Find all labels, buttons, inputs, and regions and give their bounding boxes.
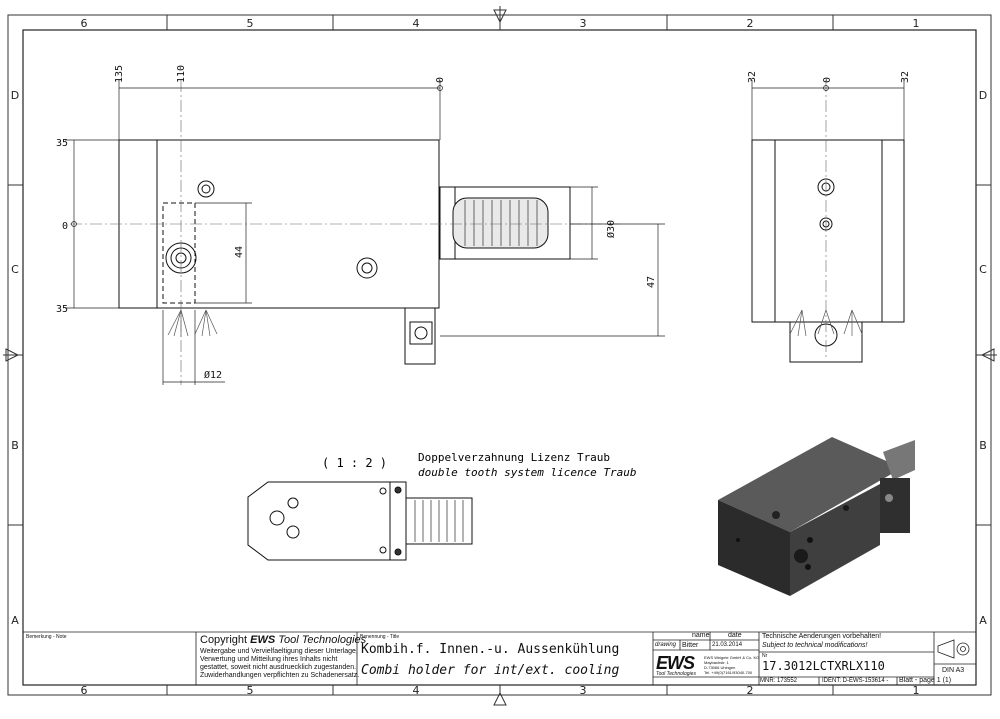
company-line: D-73066 Uhingen <box>704 665 736 670</box>
changes-de: Technische Aenderungen vorbehalten! <box>762 633 882 640</box>
front-view <box>70 80 620 385</box>
side-view <box>751 80 905 363</box>
front-dimensions <box>65 80 665 385</box>
zone-col-6-bottom: 6 <box>81 684 88 697</box>
zone-ticks <box>8 15 991 695</box>
dim-dia-12: Ø12 <box>204 369 222 381</box>
zone-row-b-left: B <box>11 439 19 452</box>
side-dimensions <box>751 80 905 140</box>
row-drawing: drawing <box>655 642 677 648</box>
company-line: EWS Weigele GmbH & Co. KG <box>704 655 760 660</box>
dim-dia-30: Ø30 <box>605 220 617 238</box>
copyright-brand: EWS <box>250 634 276 646</box>
zone-row-a-left: A <box>11 614 19 627</box>
zone-col-2-top: 2 <box>747 17 754 30</box>
col-date: date <box>728 632 742 639</box>
detail-scale: ( 1 : 2 ) <box>322 456 387 470</box>
dim-35-top: 35 <box>56 138 68 149</box>
paper-format: DIN A3 <box>942 667 965 674</box>
title-en: Combi holder for int/ext. cooling <box>361 663 620 678</box>
dim-0-top: 0 <box>435 77 446 83</box>
nr-label: Nr <box>762 653 768 659</box>
sheet-page: Blatt - page 1 (1) <box>899 677 952 684</box>
title-label: Benennung - Title <box>360 634 400 640</box>
changes-en: Subject to technical modifications! <box>762 642 868 649</box>
detail-note-de: Doppelverzahnung Lizenz Traub <box>418 451 610 464</box>
dim-110: 110 <box>176 65 187 83</box>
dim-47: 47 <box>646 276 657 288</box>
zone-col-4-bottom: 4 <box>413 684 420 697</box>
title-block-lines <box>23 631 976 685</box>
zone-row-a-right: A <box>979 614 987 627</box>
zone-col-6-top: 6 <box>81 17 88 30</box>
dim-135: 135 <box>114 65 125 83</box>
copyright-line: Copyright EWS Tool Technologies <box>200 634 366 646</box>
dim-32-right: 32 <box>900 71 911 83</box>
detail-note-en: double tooth system licence Traub <box>418 466 637 479</box>
inner-frame <box>22 29 977 686</box>
legal-line: Weitergabe und Vervielfaeltigung dieser … <box>200 648 358 655</box>
legal-line: Zuwiderhandlungen verpflichten zu Schade… <box>200 672 360 679</box>
ews-logo: EWS <box>656 653 695 673</box>
dim-0-left: 0 <box>62 221 68 232</box>
legal-line: Verwertung und Mitteilung ihres Inhalts … <box>200 656 338 663</box>
dim-44: 44 <box>234 246 245 258</box>
isometric-render <box>718 437 915 596</box>
col-name: name <box>692 632 710 639</box>
zone-col-1-bottom: 1 <box>913 684 920 697</box>
centering-marks <box>3 6 997 706</box>
zone-row-c-left: C <box>11 263 19 276</box>
mnr: MNR: 173552 <box>760 678 798 684</box>
zone-row-d-left: D <box>11 89 19 102</box>
zone-col-3-bottom: 3 <box>580 684 587 697</box>
zone-col-1-top: 1 <box>913 17 920 30</box>
zone-row-c-right: C <box>979 263 987 276</box>
copyright-prefix: Copyright <box>200 634 251 646</box>
legal-text: Weitergabe und Vervielfaeltigung dieser … <box>200 648 359 680</box>
dim-32-left: 32 <box>747 71 758 83</box>
title-de: Kombih.f. Innen.-u. Aussenkühlung <box>361 642 620 657</box>
outer-frame <box>7 14 992 696</box>
legal-line: gestattet, soweit nicht ausdruecklich zu… <box>200 664 357 671</box>
remark-label: Bemerkung - Note <box>26 634 67 640</box>
ident: IDENT: D-EWS-153614 - <box>822 678 889 684</box>
company-address: EWS Weigele GmbH & Co. KG Maybachstr. 1 … <box>704 655 759 675</box>
logo-sub: Tool Technologies <box>656 671 696 677</box>
dim-0-side: 0 <box>822 77 833 83</box>
zone-col-5-bottom: 5 <box>247 684 254 697</box>
zone-col-4-top: 4 <box>413 17 420 30</box>
zone-col-3-top: 3 <box>580 17 587 30</box>
company-line: Tel. +49(0)7161/93040-700 <box>704 670 753 675</box>
copyright-suffix: Tool Technologies <box>275 634 367 646</box>
zone-row-d-right: D <box>979 89 987 102</box>
drawn-date: 21.03.2014 <box>712 642 743 648</box>
zone-col-5-top: 5 <box>247 17 254 30</box>
company-line: Maybachstr. 1 <box>704 660 729 665</box>
zone-col-2-bottom: 2 <box>747 684 754 697</box>
part-number: 17.3012LCTXRLX110 <box>762 659 885 673</box>
dim-35-bottom: 35 <box>56 304 68 315</box>
detail-view <box>247 481 473 561</box>
zone-row-b-right: B <box>979 439 987 452</box>
drawn-by: Bitter <box>682 642 699 649</box>
